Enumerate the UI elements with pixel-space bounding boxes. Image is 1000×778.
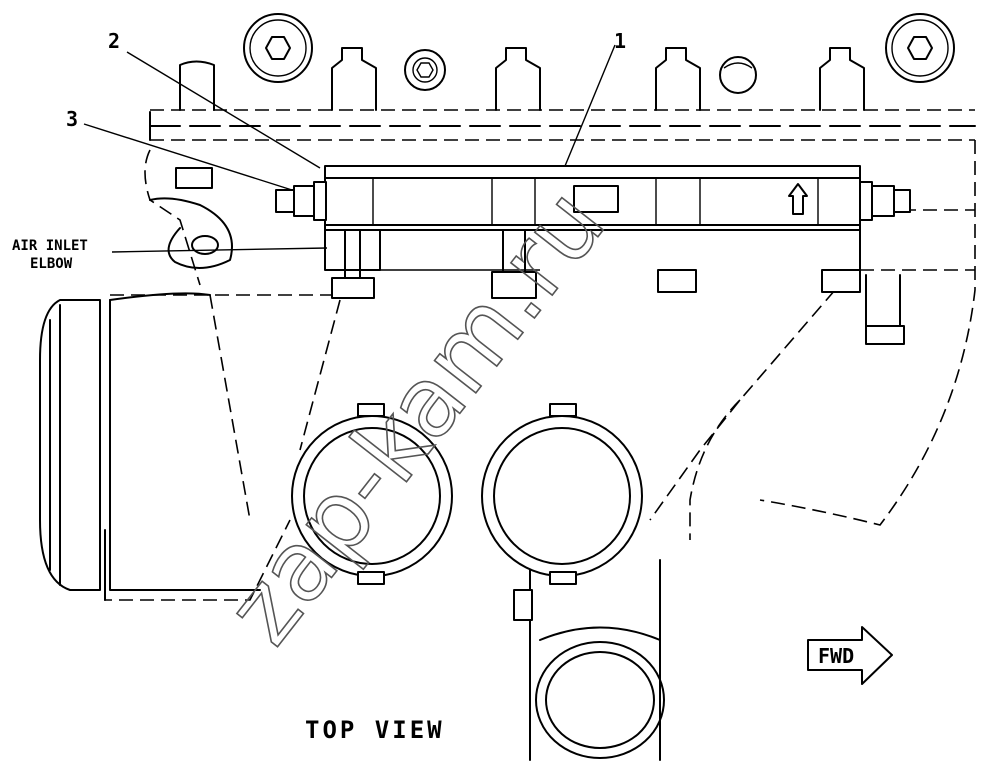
air-inlet-elbow xyxy=(39,197,261,601)
pipe-right xyxy=(481,403,643,585)
air-inlet-label-line1: AIR INLET xyxy=(12,238,88,254)
stud-icon xyxy=(495,47,541,111)
callout-2: 2 xyxy=(108,29,120,53)
top-view-caption: TOP VIEW xyxy=(305,716,445,744)
top-bolt-row xyxy=(179,13,955,111)
callout-1: 1 xyxy=(614,29,626,53)
manifold-outline xyxy=(104,109,976,601)
heater-bar xyxy=(275,165,911,231)
lower-outlet xyxy=(513,559,665,761)
air-inlet-label-line2: ELBOW xyxy=(30,256,73,272)
round-nut-icon xyxy=(719,56,757,94)
arrow-up-icon xyxy=(788,183,808,215)
hex-bolt-large-icon xyxy=(243,13,313,83)
stud-icon xyxy=(819,47,865,111)
stud-icon xyxy=(331,47,377,111)
end-stud-left xyxy=(275,181,327,221)
fwd-arrow-icon: FWD xyxy=(807,626,893,685)
fwd-label: FWD xyxy=(818,644,854,668)
leader-lines xyxy=(83,44,616,253)
round-nut-icon xyxy=(404,49,446,91)
pipe-left xyxy=(291,403,453,585)
callout-3: 3 xyxy=(66,107,78,131)
end-stud-right xyxy=(859,181,911,221)
lower-bracket xyxy=(175,167,905,345)
stud-icon xyxy=(179,60,215,111)
stud-icon xyxy=(655,47,701,111)
hex-bolt-large-icon xyxy=(885,13,955,83)
